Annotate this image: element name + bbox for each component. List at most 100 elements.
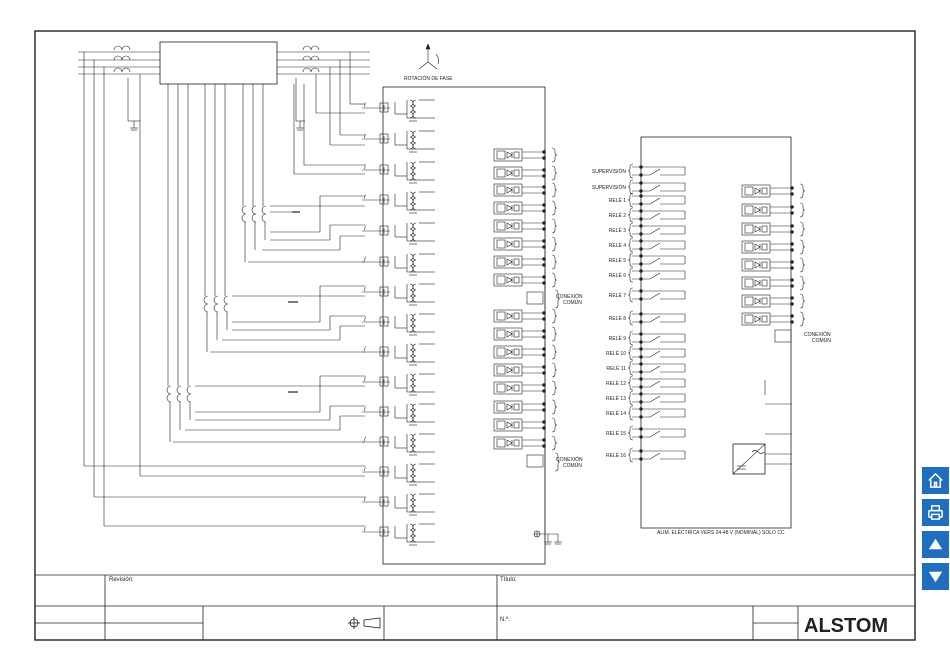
common-connection-box: [526, 452, 561, 472]
opto-input: [493, 435, 558, 451]
ct-input-channel: I: [362, 130, 435, 153]
io-label: RELÉ 8: [609, 315, 626, 322]
opto-input: [741, 221, 806, 237]
ct-input-channel: I: [362, 222, 435, 245]
revision-label: Revisión:: [109, 577, 134, 583]
io-module: [640, 136, 792, 529]
io-label: SUPERVISIÓN: [592, 184, 626, 191]
opto-input: [741, 202, 806, 218]
print-button[interactable]: [922, 499, 949, 526]
common-connection-line2: COMÚN: [563, 462, 582, 469]
scroll-down-button[interactable]: [922, 563, 949, 590]
io-label: RELÉ 10: [606, 350, 626, 357]
opto-input: [493, 417, 558, 433]
opto-input: [493, 165, 558, 181]
ct-input-channel: I: [362, 493, 435, 516]
relay-contact: [627, 252, 686, 268]
scroll-up-button[interactable]: [922, 531, 949, 558]
io-label: RELÉ 6: [609, 272, 626, 279]
svg-text:I: I: [364, 527, 366, 533]
ct-input-channel: I: [362, 161, 435, 184]
title-label: Título:: [500, 577, 517, 583]
svg-text:I: I: [364, 287, 366, 293]
io-label: RELÉ 14: [606, 410, 626, 417]
svg-text:I: I: [364, 467, 366, 473]
opto-input: [493, 399, 558, 415]
home-button[interactable]: [922, 467, 949, 494]
opto-input: [493, 254, 558, 270]
relay-contact: [627, 237, 686, 253]
svg-text:I: I: [364, 195, 366, 201]
common-connection-label-2: CONEXIÓN COMÚN: [556, 456, 583, 469]
common-connection-label-1: CONEXIÓN COMÚN: [556, 293, 583, 306]
relay-contact: [627, 207, 686, 223]
svg-text:I: I: [364, 347, 366, 353]
io-label: RELÉ 7: [609, 292, 626, 299]
voltage-transformer-group-1: [241, 195, 365, 263]
relay-contact: [627, 345, 686, 361]
relay-contact: [627, 447, 686, 463]
relay-contact: [627, 179, 686, 195]
opto-input: [493, 272, 558, 288]
opto-input: [493, 182, 558, 198]
ct-input-channel: I: [362, 191, 435, 214]
opto-input: [493, 147, 558, 163]
io-label: RELÉ 4: [609, 242, 626, 249]
voltage-transformer-group-2: [203, 285, 365, 353]
triangle-up-icon: [928, 538, 943, 550]
power-supply-label: ALIM. ELÉCTRICA VERS 24-48 V (NOMINAL) S…: [657, 529, 785, 536]
svg-text:I: I: [364, 257, 366, 263]
svg-text:I: I: [364, 134, 366, 140]
svg-text:I: I: [364, 226, 366, 232]
relay-contact: [627, 267, 686, 283]
relay-contact: [627, 375, 686, 391]
voltage-transformer-group-3: [166, 375, 365, 443]
common-connection-line1: CONEXIÓN: [556, 456, 583, 463]
title-block: [35, 574, 915, 640]
alstom-logo: ALSTOM: [804, 615, 888, 637]
opto-input: [741, 183, 806, 199]
relay-contact: [627, 310, 686, 326]
io-label: RELÉ 12: [606, 380, 626, 387]
opto-input: [741, 311, 806, 327]
svg-text:I: I: [364, 103, 366, 109]
power-supply-converter: [732, 443, 766, 475]
relay-contact: [627, 163, 686, 179]
earth-symbol: [533, 530, 562, 545]
projection-symbol-icon: [348, 617, 381, 629]
ct-input-channel: I: [362, 343, 435, 366]
svg-text:I: I: [364, 437, 366, 443]
svg-text:I: I: [364, 497, 366, 503]
common-connection-box: [526, 289, 561, 309]
io-label: RELÉ 1: [609, 197, 626, 204]
common-connection-line1: CONEXIÓN: [556, 293, 583, 300]
ct-input-channel: I: [362, 463, 435, 486]
ct-input-channel: I: [362, 433, 435, 456]
opto-input: [493, 326, 558, 342]
relay-contact: [627, 222, 686, 238]
opto-input: [493, 380, 558, 396]
io-label: RELÉ 13: [606, 395, 626, 402]
opto-input: [493, 362, 558, 378]
home-icon: [928, 472, 943, 488]
opto-input: [741, 275, 806, 291]
io-label: SUPERVISIÓN: [592, 168, 626, 175]
svg-text:I: I: [364, 407, 366, 413]
common-connection-line1: CONEXIÓN: [804, 331, 831, 338]
relay-contact: [627, 390, 686, 406]
number-label: N.º:: [500, 616, 510, 623]
io-label: RELÉ 16: [606, 452, 626, 459]
io-label: RELÉ 3: [609, 227, 626, 234]
relay-contact: [627, 360, 686, 376]
opto-input: [741, 293, 806, 309]
input-transformers: [78, 41, 370, 131]
io-label: RELÉ 2: [609, 212, 626, 219]
printer-icon: [928, 505, 943, 520]
io-label: RELÉ 9: [609, 335, 626, 342]
opto-input: [493, 344, 558, 360]
common-connection-box: [774, 329, 792, 343]
opto-input: [741, 239, 806, 255]
drawing-frame: [34, 30, 916, 641]
ct-input-channel: I: [362, 523, 435, 546]
